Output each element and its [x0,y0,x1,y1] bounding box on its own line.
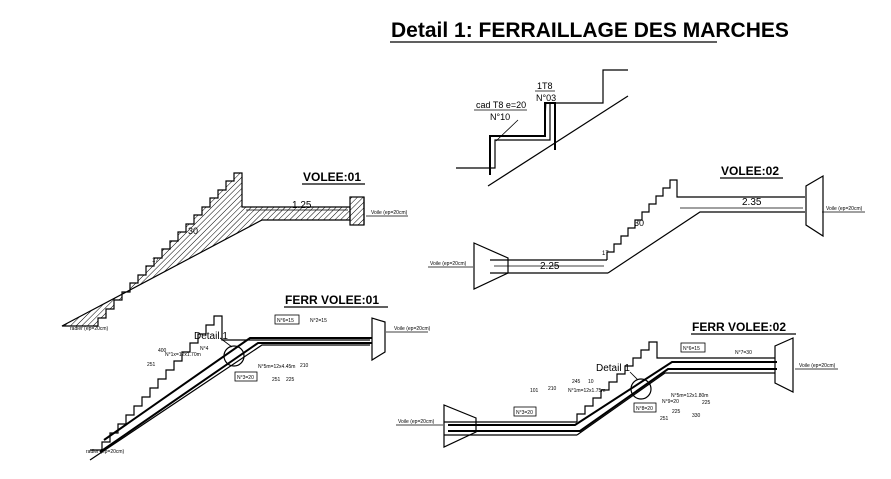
ferr02-d7: 330 [692,413,701,419]
ferr01-n6: N°6=15 [277,318,294,324]
label-n03: N°03 [536,93,556,103]
volee01-label-voile: Voile (ep=20cm) [371,210,408,216]
ferr02-detail-circle [630,378,652,400]
volee02-label-voile-right: Voile (ep=20cm) [826,206,863,212]
ferr02-rebar-upper [448,361,777,426]
ferr01: FERR VOLEE:01 Detail 1 N°6=15 N°2=15 N°3… [86,293,431,461]
ferr01-n4: N°4 [200,346,209,352]
volee01-title: VOLEE:01 [303,170,361,184]
ferr02-rebar-lower [448,368,777,432]
ferr01-voile [371,317,386,362]
ferr01-n3-box [234,371,258,382]
ferr01-d5: 400 [158,348,167,354]
label-n10: N°10 [490,112,510,122]
volee02-dim-235: 2.35 [742,197,762,208]
ferr02-label-voile-left: Voile (ep=20cm) [398,419,435,425]
ferr01-label-radier: radier (ep=20cm) [86,449,125,455]
ferr02-d3: 101 [530,388,539,394]
volee01-voile [349,196,365,226]
ferr02-n7: N°7=30 [735,350,752,356]
ferr02-n5: N°5m=12x1.80m [671,393,708,399]
volee02-dim-30: 30 [634,218,644,228]
ferr01-soffit [89,344,370,461]
ferr02-label-voile-right: Voile (ep=20cm) [799,363,836,369]
ferr02: FERR VOLEE:02 Detail 1 N°6=15 N°7=30 N°3… [396,320,838,448]
ferr02-steps [576,341,775,422]
detail-top-soffit [487,95,629,187]
ferr02-n6-box [680,342,706,353]
ferr02-n8: N°8=20 [636,406,653,412]
ferr02-d5: 225 [702,400,711,406]
ferr01-n3: N°3=20 [237,375,254,381]
ferr02-n3: N°3=20 [516,410,533,416]
volee02-title: VOLEE:02 [721,164,779,178]
ferr02-voile-right [774,337,794,393]
detail-top: 1T8 N°03 cad T8 e=20 N°10 [456,69,629,187]
ferr01-d3: 225 [286,377,295,383]
volee01-dim-30: 30 [188,226,198,236]
ferr02-n1: N°1m=12x1.75m [568,388,605,394]
ferr02-soffit [576,372,775,436]
volee02-label-voile-left: Voile (ep=20cm) [430,261,467,267]
ferr02-d4: 210 [548,386,557,392]
detail-top-steps [456,69,628,169]
ferr02-d6: 251 [660,416,669,422]
ferr01-n5: N°5m=12x4.45m [258,364,295,370]
ferr01-detail-circle [223,345,245,367]
volee01-section [61,172,351,327]
volee02-dim-225: 2.25 [540,261,560,272]
volee02-steps [606,179,805,260]
ferr01-steps [90,315,370,451]
volee01-label-radier: radier (ep=20cm) [70,326,109,332]
ferr02-detail-label: Detail 1 [596,363,630,374]
ferr02-title: FERR VOLEE:02 [692,320,786,334]
ferr01-n2: N°2=15 [310,318,327,324]
ferr02-detail-leader [629,371,639,381]
ferr02-n8-box [633,402,657,413]
ferr02-n6: N°6=15 [683,346,700,352]
volee02-dim-17: 17 [602,251,609,257]
ferr01-label-voile: Voile (ep=20cm) [394,326,431,332]
volee01-dim-17: 17 [152,258,159,264]
page-title: Detail 1: FERRAILLAGE DES MARCHES [391,19,789,42]
ferr02-n9: N°9=20 [662,399,679,405]
ferr01-d2: 251 [272,377,281,383]
volee02-voile-right [805,174,824,238]
ferr02-d1: 245 [572,379,581,385]
volee01: VOLEE:01 1.25 30 17 Voile (ep=20cm) radi… [61,170,408,332]
ferr01-detail-leader [219,337,233,348]
ferr01-n6-box [274,314,300,325]
ferr01-n1: N°1x=12x1.70m [165,352,201,358]
volee02: VOLEE:02 2.35 2.25 30 17 Voile (ep=20cm)… [428,164,865,290]
leader-n03 [544,102,547,125]
volee02-soffit [607,211,805,274]
leader-n10 [495,119,519,142]
ferr02-n3-box [513,406,537,417]
label-cad: cad T8 e=20 [476,100,526,110]
ferr01-d1: 210 [300,363,309,369]
label-1t8: 1T8 [537,81,553,91]
ferr02-d2: 10 [588,379,594,385]
ferr01-d4: 251 [147,362,156,368]
ferr02-d8: 225 [672,409,681,415]
ferr01-rebar-upper [103,337,372,441]
ferr01-rebar-lower [99,342,372,453]
ferr01-detail-label: Detail 1 [194,331,228,342]
volee01-dim-125: 1.25 [292,200,312,211]
ferr01-title: FERR VOLEE:01 [285,293,379,307]
